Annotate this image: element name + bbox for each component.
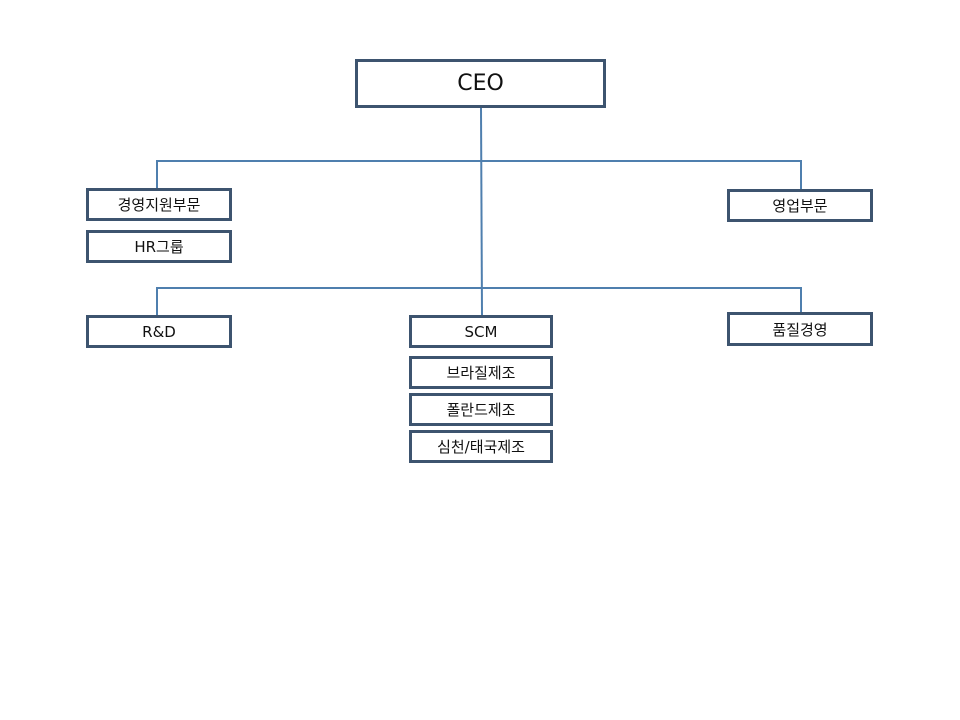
rnd-label: R&D — [142, 322, 176, 341]
scm-sub-brazil-box: 브라질제조 — [409, 356, 553, 389]
scm-sub-brazil-label: 브라질제조 — [446, 364, 516, 382]
scm-sub-poland-box: 폴란드제조 — [409, 393, 553, 426]
scm-box: SCM — [409, 315, 553, 348]
scm-label: SCM — [464, 322, 498, 341]
management-support-box: 경영지원부문 — [86, 188, 232, 221]
scm-sub-poland-label: 폴란드제조 — [446, 401, 516, 419]
sales-label: 영업부문 — [772, 197, 828, 215]
scm-sub-shenzhen-thailand-box: 심천/태국제조 — [409, 430, 553, 463]
sales-box: 영업부문 — [727, 189, 873, 222]
scm-sub-shenzhen-thailand-label: 심천/태국제조 — [437, 438, 525, 456]
quality-box: 품질경영 — [727, 312, 873, 346]
ceo-label: CEO — [457, 71, 504, 96]
hr-group-box: HR그룹 — [86, 230, 232, 263]
quality-label: 품질경영 — [772, 320, 828, 339]
rnd-box: R&D — [86, 315, 232, 348]
hr-group-label: HR그룹 — [134, 238, 184, 256]
ceo-trunk-line — [480, 107, 483, 317]
ceo-box: CEO — [355, 59, 606, 108]
management-support-label: 경영지원부문 — [117, 196, 201, 214]
